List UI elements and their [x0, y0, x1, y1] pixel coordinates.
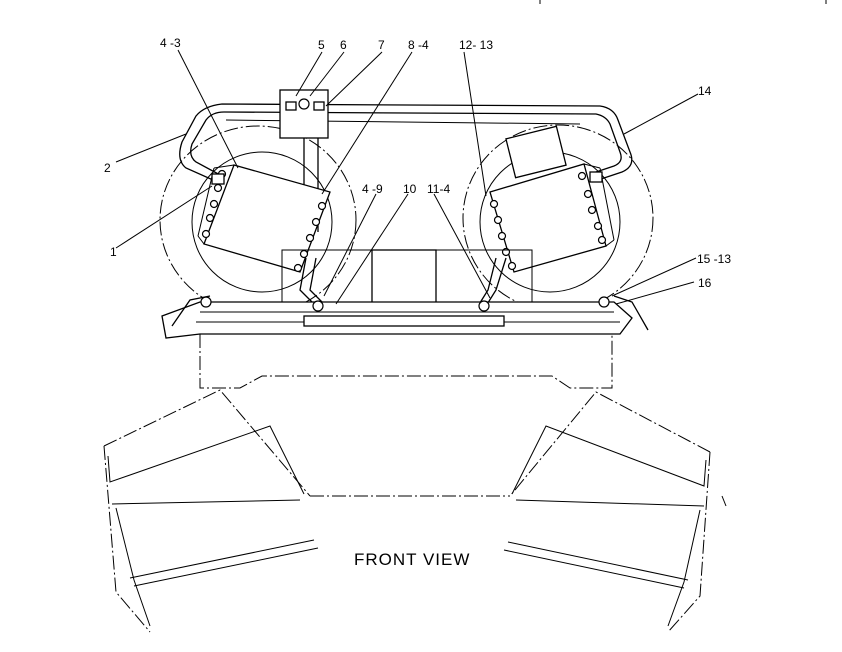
callout-1: 1	[110, 245, 117, 259]
right-filter-block	[489, 125, 615, 273]
callout-4-3: 4 -3	[160, 36, 181, 50]
callout-15-13: 15 -13	[697, 252, 731, 266]
callout-2: 2	[104, 161, 111, 175]
callout-4-9: 4 -9	[362, 182, 383, 196]
support-plate	[161, 295, 649, 339]
valve-block	[279, 89, 329, 232]
callout-11-4: 11-4	[427, 182, 450, 196]
left-cylinder-bank	[103, 389, 319, 633]
right-fitting	[589, 171, 603, 183]
left-filter-block	[197, 164, 331, 273]
callout-7: 7	[378, 38, 385, 52]
callout-16: 16	[698, 276, 712, 290]
callout-12-13: 12- 13	[459, 38, 493, 52]
callout-10: 10	[403, 182, 417, 196]
callout-8-4: 8 -4	[408, 38, 429, 52]
engine-block	[199, 334, 613, 389]
callout-6: 6	[340, 38, 347, 52]
callout-5: 5	[318, 38, 325, 52]
left-fitting	[211, 173, 225, 185]
callout-14: 14	[698, 84, 712, 98]
right-cylinder-bank	[503, 391, 727, 633]
leader-lines	[115, 49, 699, 305]
view-title: FRONT VIEW	[354, 550, 470, 569]
